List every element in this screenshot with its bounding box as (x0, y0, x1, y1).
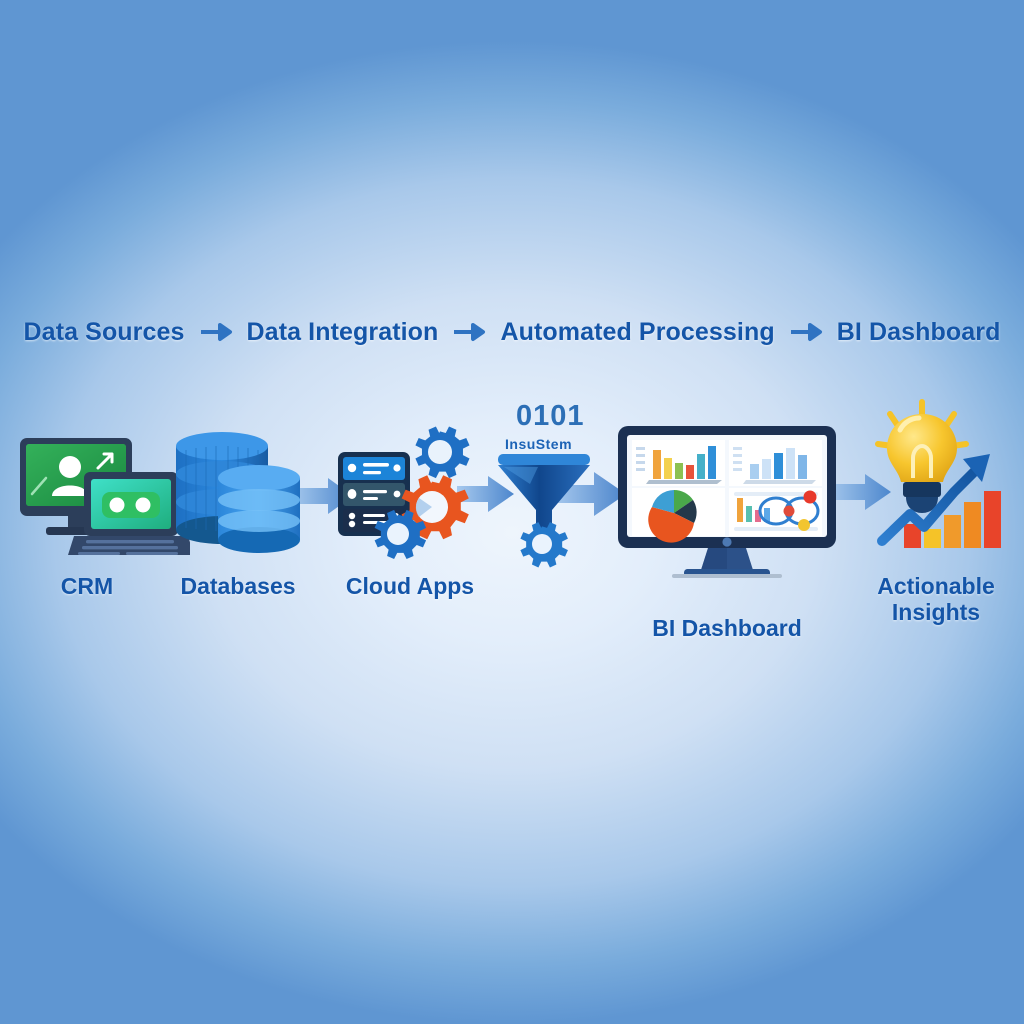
caption-actionable-insights: Actionable Insights (877, 573, 995, 625)
panel-bar-colored (632, 440, 725, 486)
flow-arrow-icon-3 (789, 322, 823, 342)
gear-blue-bottom-icon (374, 509, 427, 560)
crm-monitor-laptop-icon (20, 438, 194, 555)
database-cylinders-icon (176, 432, 300, 553)
gear-processing-icon (520, 522, 568, 568)
caption-bi-dashboard: BI Dashboard (652, 615, 802, 641)
funnel-gear-icon: 0101 InsuStem (498, 400, 590, 568)
flow-arrow-icon-2 (452, 322, 486, 342)
node-bi-dashboard[interactable] (616, 424, 838, 580)
node-crm[interactable] (12, 434, 194, 564)
flow-arrow-icon-1 (199, 322, 233, 342)
node-actionable-insights[interactable] (866, 396, 1016, 568)
binary-label-0101: 0101 (516, 400, 585, 432)
flow-step-automated-processing: Automated Processing (500, 318, 775, 346)
panel-pie (632, 488, 725, 543)
node-cloud-apps[interactable] (330, 420, 498, 568)
flow-step-data-integration: Data Integration (246, 318, 439, 346)
panel-bar-blue (729, 440, 822, 486)
arrow-processing-to-dashboard-icon (554, 472, 626, 516)
processing-wordmark: InsuStem (505, 436, 572, 452)
desktop-monitor-charts-icon (618, 426, 836, 578)
caption-crm: CRM (60, 573, 114, 599)
server-rack-gears-icon (338, 426, 470, 560)
flow-step-bi-dashboard: BI Dashboard (836, 318, 1001, 346)
caption-cloud-apps: Cloud Apps (345, 573, 475, 599)
gear-blue-top-icon (415, 426, 470, 479)
caption-databases: Databases (180, 573, 296, 599)
arrow-dashboard-to-insights-icon (834, 474, 891, 510)
flow-step-data-sources: Data Sources (23, 318, 185, 346)
node-databases[interactable] (170, 428, 306, 563)
panel-network (729, 488, 822, 536)
arrow-cloudapps-to-processing-icon (457, 476, 514, 512)
lightbulb-growth-chart-icon (875, 399, 1001, 548)
pipeline-flow-header: Data Sources Data Integration Automated … (0, 318, 1024, 347)
node-automated-processing[interactable]: 0101 InsuStem (478, 392, 608, 574)
